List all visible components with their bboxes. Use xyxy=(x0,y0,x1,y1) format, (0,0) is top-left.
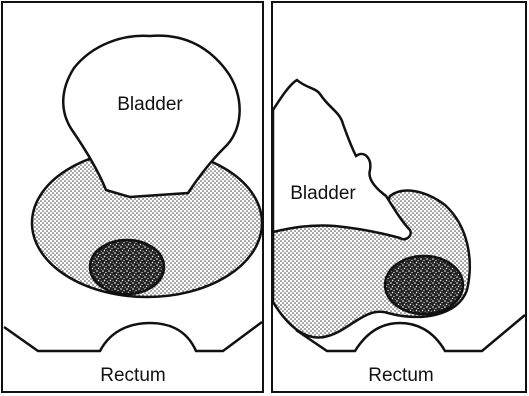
rectum-label-left: Rectum xyxy=(100,365,165,386)
rectum-label-right: Rectum xyxy=(368,365,433,386)
tumor-nodule-right xyxy=(385,256,463,314)
bladder-label-right: Bladder xyxy=(290,183,356,204)
panel-left: Bladder Rectum xyxy=(2,2,263,392)
tumor-nodule-left xyxy=(90,240,164,294)
panel-right: Bladder Rectum xyxy=(272,2,526,392)
bladder-label-left: Bladder xyxy=(117,94,183,115)
